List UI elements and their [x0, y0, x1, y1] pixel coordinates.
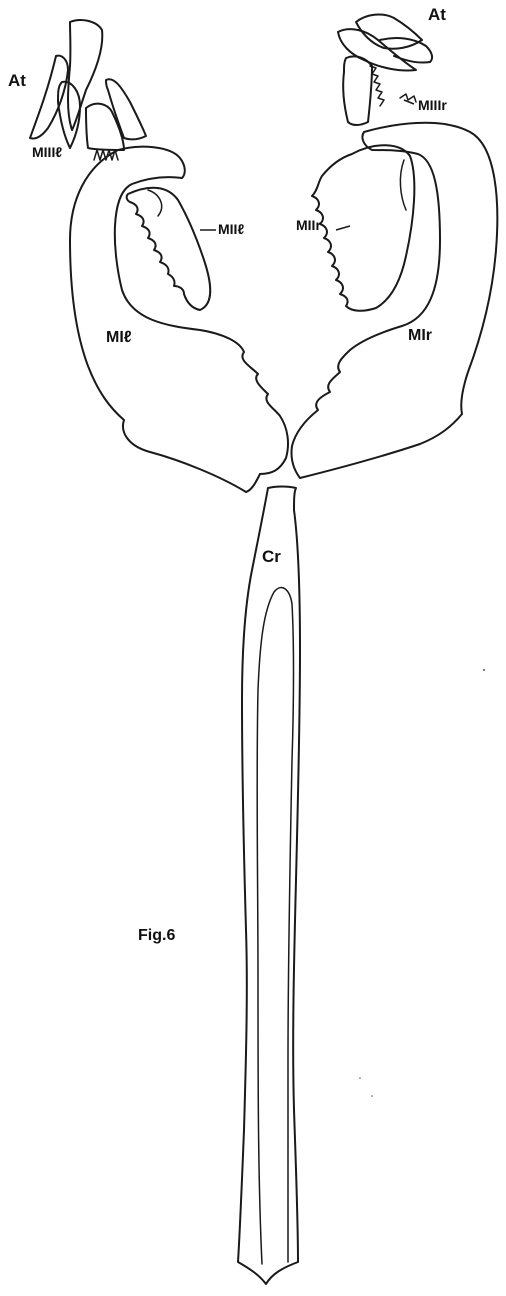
- speck: [483, 669, 485, 671]
- figure-caption: Fig.6: [138, 928, 175, 944]
- label-at-right: At: [428, 6, 446, 23]
- cardo-structure: [238, 487, 300, 1285]
- label-miii-right: MIIIr: [418, 98, 447, 112]
- left-mandible-body: [70, 147, 288, 492]
- label-mi-right: MIr: [408, 328, 432, 344]
- speck: [359, 1077, 361, 1079]
- leader-mii-right: [336, 226, 350, 230]
- label-mi-left: MIℓ: [106, 330, 132, 346]
- label-cr: Cr: [262, 548, 281, 565]
- right-inner-lobe: [312, 145, 414, 311]
- label-at-left: At: [8, 72, 26, 89]
- left-antenna-teeth: [30, 20, 146, 160]
- label-mii-left: MIIℓ: [218, 222, 244, 236]
- leader-miii-right: [404, 100, 414, 104]
- left-inner-lobe: [127, 188, 211, 310]
- label-mii-right: MIIr: [296, 218, 321, 232]
- speck: [371, 1095, 373, 1097]
- label-miii-left: MIIIℓ: [32, 145, 62, 159]
